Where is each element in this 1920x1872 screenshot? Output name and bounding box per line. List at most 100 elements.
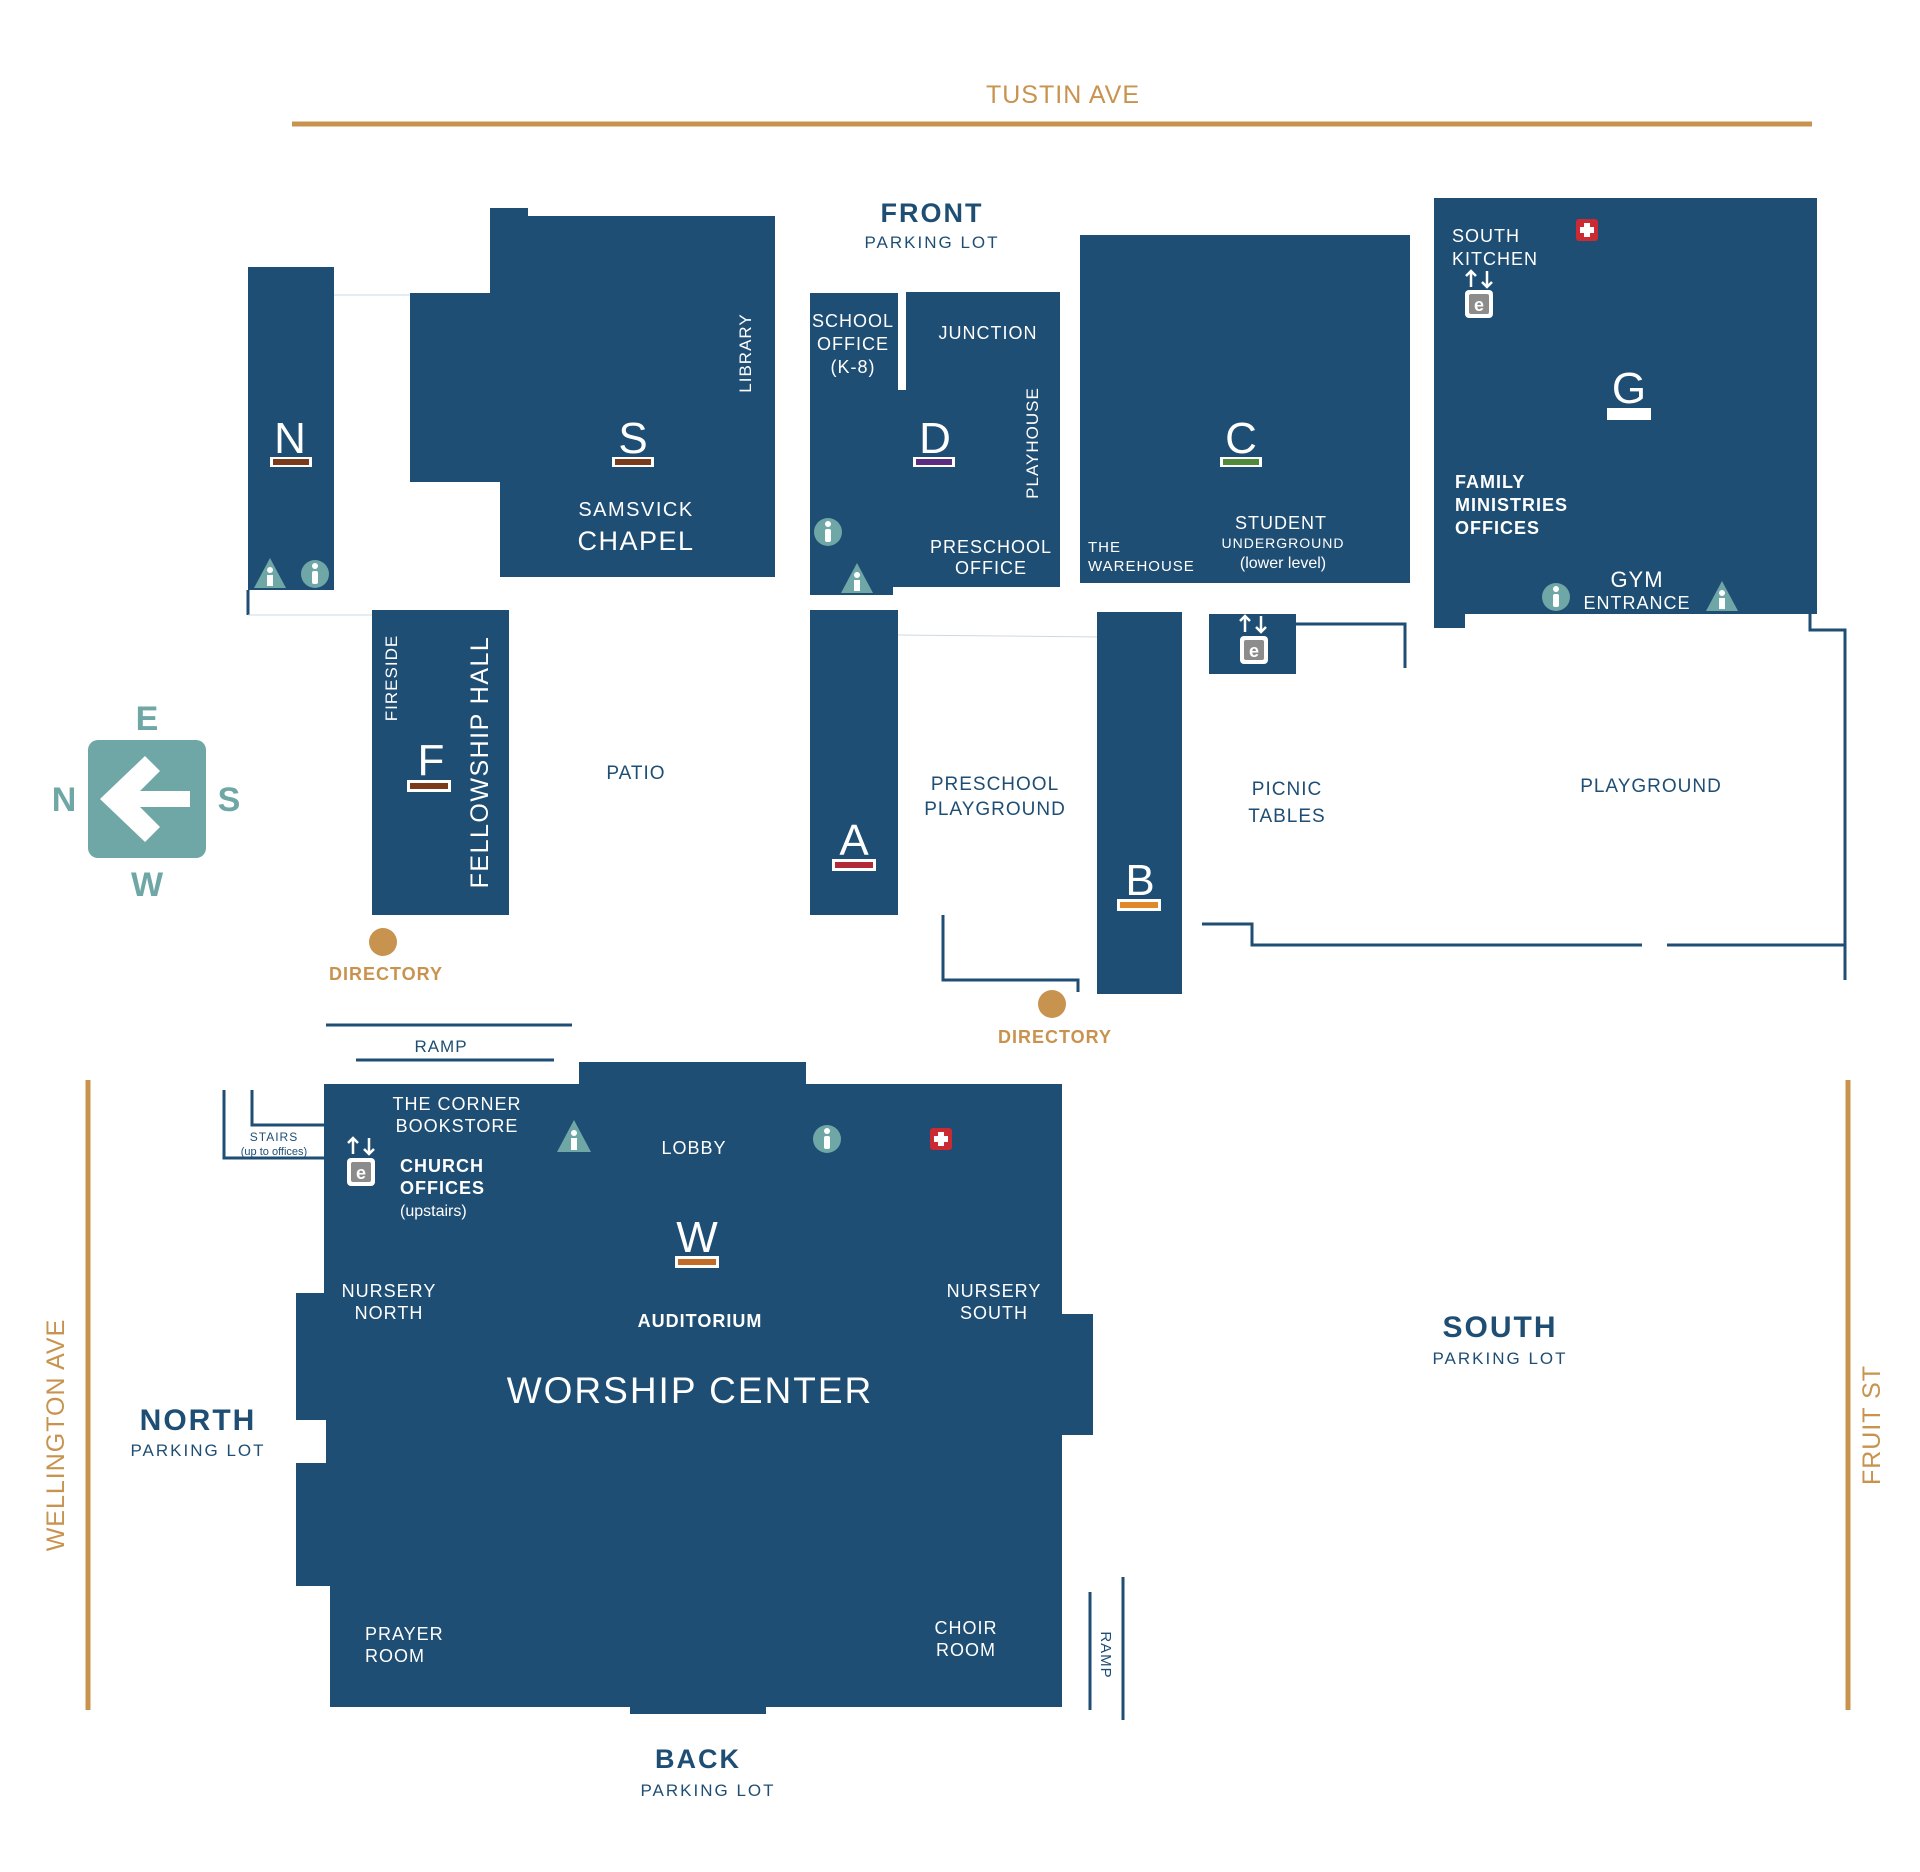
worship-center-label: WORSHIP CENTER — [507, 1370, 874, 1411]
building-n-letter: N — [274, 414, 306, 463]
restroom-icon — [814, 518, 842, 546]
directory-marker[interactable]: DIRECTORY — [329, 928, 443, 984]
building-f-letter: F — [418, 736, 445, 785]
directory-label: DIRECTORY — [329, 964, 443, 984]
prayer-room-line1: PRAYER — [365, 1624, 444, 1644]
directory-marker[interactable]: DIRECTORY — [998, 990, 1112, 1047]
gym-entrance-line1: GYM — [1610, 567, 1663, 592]
walls — [222, 294, 1847, 1720]
building-a[interactable]: A — [810, 610, 898, 915]
school-office-line1: SCHOOL — [812, 311, 894, 331]
playhouse-label: PLAYHOUSE — [1023, 387, 1042, 499]
school-office-line2: OFFICE — [817, 334, 889, 354]
compass-east: E — [136, 700, 159, 738]
junction-label: JUNCTION — [939, 323, 1038, 343]
first-aid-icon — [1576, 219, 1598, 241]
svg-text:e: e — [356, 1163, 366, 1183]
building-g-letter: G — [1612, 364, 1646, 413]
restroom-icon — [1706, 581, 1738, 611]
building-b-color — [1120, 902, 1158, 908]
building-f-color — [410, 783, 448, 789]
gym-entrance-line2: ENTRANCE — [1583, 593, 1690, 613]
library-label: LIBRARY — [736, 313, 755, 392]
chapel-label: CHAPEL — [577, 526, 694, 556]
south-kitchen-line1: SOUTH — [1452, 226, 1520, 246]
picnic-tables-line1: PICNIC — [1252, 779, 1322, 800]
preschool-playground-line1: PRESCHOOL — [931, 774, 1059, 795]
playground-label: PLAYGROUND — [1580, 776, 1722, 797]
building-w[interactable]: W WORSHIP CENTER AUDITORIUM LOBBY THE CO… — [296, 1062, 1093, 1714]
building-b-letter: B — [1125, 856, 1154, 905]
building-n[interactable]: N — [248, 267, 334, 590]
building-d-letter: D — [919, 414, 951, 463]
svg-text:e: e — [1249, 641, 1259, 661]
building-c[interactable]: C THE WAREHOUSE STUDENT UNDERGROUND (low… — [1080, 235, 1410, 583]
church-offices-line2: OFFICES — [400, 1178, 485, 1198]
nursery-south-line2: SOUTH — [960, 1303, 1028, 1323]
church-offices-line1: CHURCH — [400, 1156, 484, 1176]
fruit-st-label: FRUIT ST — [1858, 1365, 1886, 1485]
lobby-label: LOBBY — [661, 1138, 726, 1158]
south-lot-sub: PARKING LOT — [1432, 1349, 1567, 1368]
elevator-icon: e — [1465, 269, 1493, 318]
student-underground-line1: STUDENT — [1235, 513, 1327, 533]
compass-west: W — [131, 866, 164, 904]
north-lot-sub: PARKING LOT — [130, 1441, 265, 1460]
back-lot-sub: PARKING LOT — [640, 1781, 775, 1800]
patio-label: PATIO — [606, 763, 665, 784]
choir-room-line2: ROOM — [936, 1640, 996, 1660]
warehouse-line2: WAREHOUSE — [1088, 558, 1195, 575]
svg-text:e: e — [1474, 295, 1484, 315]
samsvick-label: SAMSVICK — [578, 499, 693, 521]
fireside-label: FIRESIDE — [382, 635, 401, 721]
elevator-icon: e — [347, 1136, 375, 1186]
fellowship-hall-label: FELLOWSHIP HALL — [466, 636, 494, 889]
south-kitchen-line2: KITCHEN — [1452, 249, 1538, 269]
student-underground-line2: UNDERGROUND — [1222, 535, 1345, 551]
tustin-ave-label: TUSTIN AVE — [986, 81, 1140, 109]
stairs-line1: STAIRS — [250, 1130, 298, 1144]
arrow-left-icon — [100, 756, 190, 842]
building-s-color — [615, 459, 651, 465]
elevator-kiosk: e — [1209, 614, 1296, 674]
bookstore-line1: THE CORNER — [392, 1094, 521, 1114]
compass-north: N — [52, 781, 77, 819]
compass: E N S W — [52, 700, 241, 904]
front-lot-name: FRONT — [881, 198, 984, 228]
student-underground-line3: (lower level) — [1240, 555, 1326, 572]
restroom-icon — [557, 1120, 591, 1152]
stairs-line2: (up to offices) — [241, 1146, 307, 1158]
elevator-icon: e — [1239, 614, 1268, 664]
church-offices-line3: (upstairs) — [400, 1203, 467, 1220]
compass-south: S — [218, 781, 241, 819]
building-s[interactable]: S SAMSVICK CHAPEL LIBRARY — [410, 208, 775, 577]
building-n-color — [273, 459, 309, 465]
first-aid-icon — [930, 1128, 952, 1150]
restroom-icon — [813, 1125, 841, 1153]
restroom-icon — [254, 558, 286, 588]
restroom-icon — [841, 563, 873, 593]
front-lot-sub: PARKING LOT — [864, 233, 999, 252]
building-w-letter: W — [676, 1213, 718, 1262]
ramp-label-south: RAMP — [1097, 1631, 1114, 1678]
picnic-tables-line2: TABLES — [1248, 806, 1325, 827]
north-lot-name: NORTH — [140, 1404, 257, 1437]
building-w-color — [678, 1259, 716, 1265]
building-g[interactable]: G SOUTH KITCHEN FAMILY MINISTRIES OFFICE… — [1434, 198, 1817, 628]
ramp-label-north: RAMP — [414, 1037, 467, 1056]
building-f[interactable]: F FIRESIDE FELLOWSHIP HALL — [372, 610, 509, 915]
building-a-letter: A — [839, 816, 869, 865]
warehouse-line1: THE — [1088, 539, 1121, 556]
back-lot-name: BACK — [655, 1744, 741, 1774]
nursery-north-line1: NURSERY — [342, 1281, 437, 1301]
building-c-letter: C — [1225, 414, 1257, 463]
nursery-north-line2: NORTH — [355, 1303, 424, 1323]
school-office-line3: (K-8) — [831, 357, 876, 377]
bookstore-line2: BOOKSTORE — [396, 1116, 519, 1136]
family-ministries-line3: OFFICES — [1455, 518, 1540, 538]
building-d[interactable]: D SCHOOL OFFICE (K-8) JUNCTION PLAYHOUSE… — [810, 292, 1060, 595]
auditorium-label: AUDITORIUM — [638, 1311, 763, 1331]
restroom-icon — [1542, 583, 1570, 611]
family-ministries-line2: MINISTRIES — [1455, 495, 1568, 515]
building-b[interactable]: B — [1097, 612, 1182, 994]
